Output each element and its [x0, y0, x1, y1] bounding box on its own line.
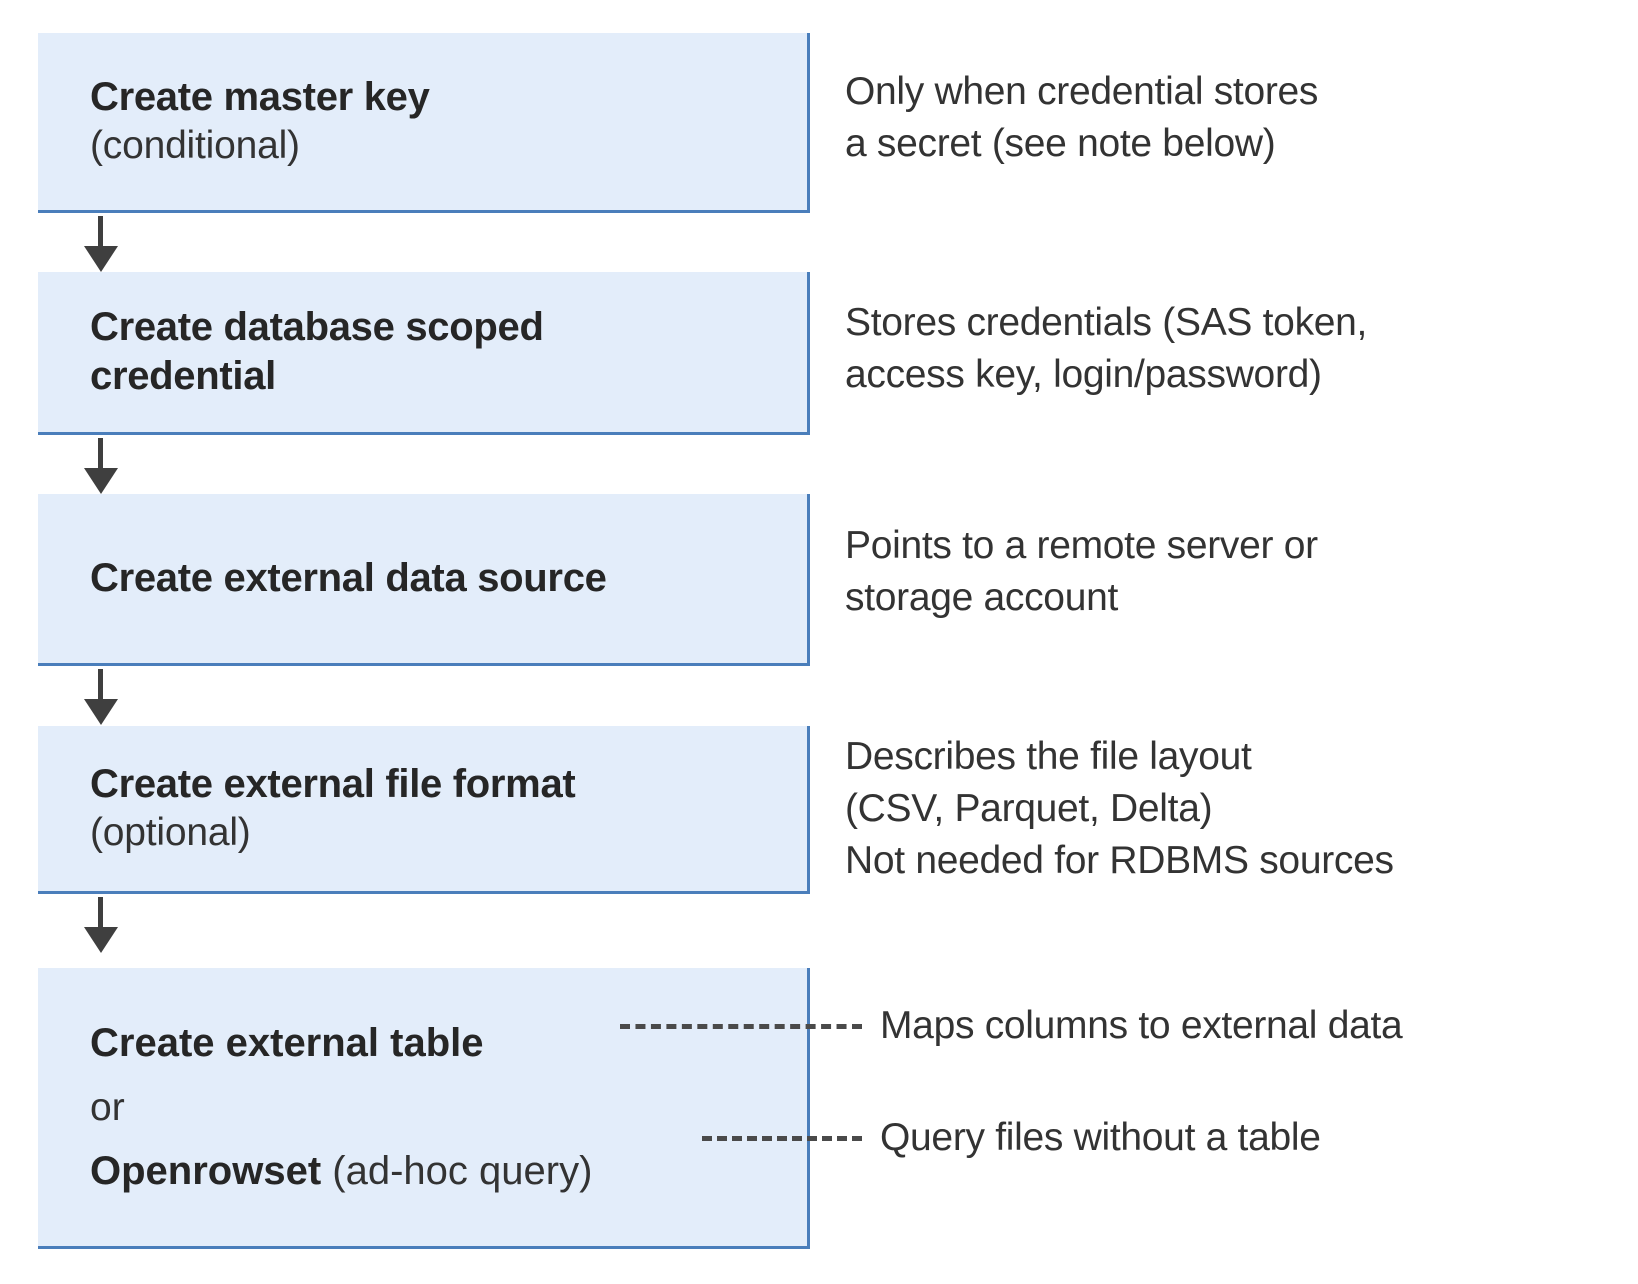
note-create-external-table: Maps columns to external data: [880, 1004, 1403, 1047]
note-create-master-key: Only when credential stores a secret (se…: [845, 70, 1319, 165]
final-option-b-label: Openrowset: [90, 1149, 322, 1194]
final-or-label: or: [90, 1085, 125, 1129]
step-title: Create master key: [90, 75, 430, 120]
final-option-b-qualifier: (ad-hoc query): [321, 1149, 593, 1194]
note-create-database-scoped-credential: Stores credentials (SAS token, access ke…: [845, 301, 1368, 396]
final-option-b[interactable]: Openrowset (ad-hoc query): [90, 1147, 793, 1195]
step-box-create-external-data-source[interactable]: Create external data source: [38, 494, 810, 666]
flow-arrow-1: [84, 216, 118, 272]
final-option-a-label: Create external table: [90, 1020, 484, 1065]
step-subtitle: (optional): [90, 811, 251, 855]
step-box-create-master-key[interactable]: Create master key (conditional): [38, 33, 810, 213]
step-title: Create external data source: [90, 556, 607, 601]
dashed-connector-openrowset: [702, 1136, 862, 1141]
step-subtitle: (conditional): [90, 124, 300, 168]
dashed-connector-external-table: [620, 1024, 862, 1029]
step-title: Create database scoped credential: [90, 305, 544, 398]
note-openrowset: Query files without a table: [880, 1116, 1321, 1159]
step-box-create-database-scoped-credential[interactable]: Create database scoped credential: [38, 272, 810, 435]
step-title: Create external file format: [90, 762, 576, 807]
note-create-external-data-source: Points to a remote server or storage acc…: [845, 524, 1318, 619]
final-option-a[interactable]: Create external table: [90, 1019, 793, 1067]
flow-arrow-4: [84, 897, 118, 953]
note-create-external-file-format: Describes the file layout (CSV, Parquet,…: [845, 735, 1394, 882]
step-box-create-external-file-format[interactable]: Create external file format (optional): [38, 726, 810, 894]
flow-arrow-3: [84, 669, 118, 725]
step-box-create-external-table-or-openrowset[interactable]: Create external table or Openrowset (ad-…: [38, 968, 810, 1249]
flow-arrow-2: [84, 438, 118, 494]
